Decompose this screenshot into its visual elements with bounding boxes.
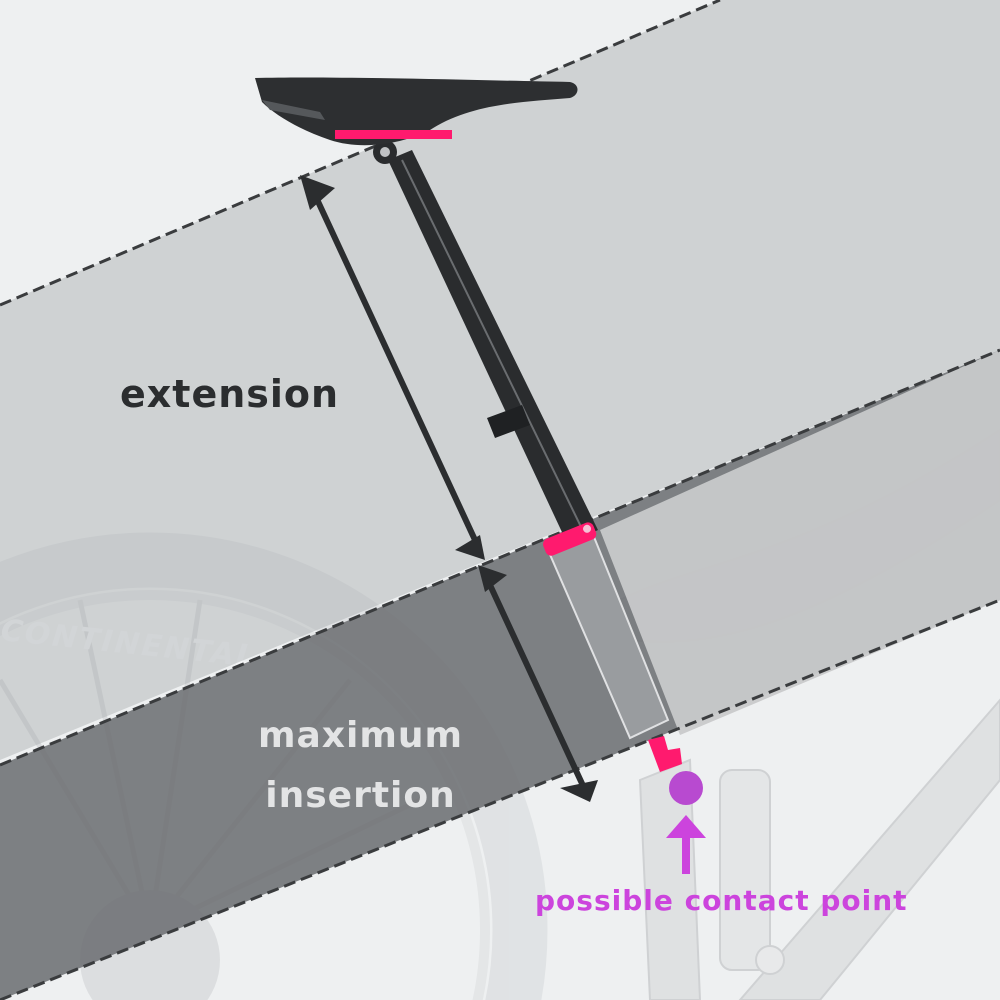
contact-arrow-icon xyxy=(666,815,706,874)
maximum-insertion-label: maximum insertion xyxy=(258,706,463,826)
contact-point-label: possible contact point xyxy=(535,884,908,917)
bottom-marker xyxy=(648,736,682,772)
extension-label: extension xyxy=(120,372,340,416)
contact-point-dot xyxy=(669,771,703,805)
saddle-marker xyxy=(335,130,452,139)
saddle xyxy=(255,77,578,146)
insertion-label-line2: insertion xyxy=(265,775,456,816)
seatpost xyxy=(373,140,670,740)
collar-marker xyxy=(543,522,597,556)
insertion-label-line1: maximum xyxy=(258,715,464,756)
insertion-arrow xyxy=(478,565,598,802)
extension-arrow xyxy=(300,175,485,560)
